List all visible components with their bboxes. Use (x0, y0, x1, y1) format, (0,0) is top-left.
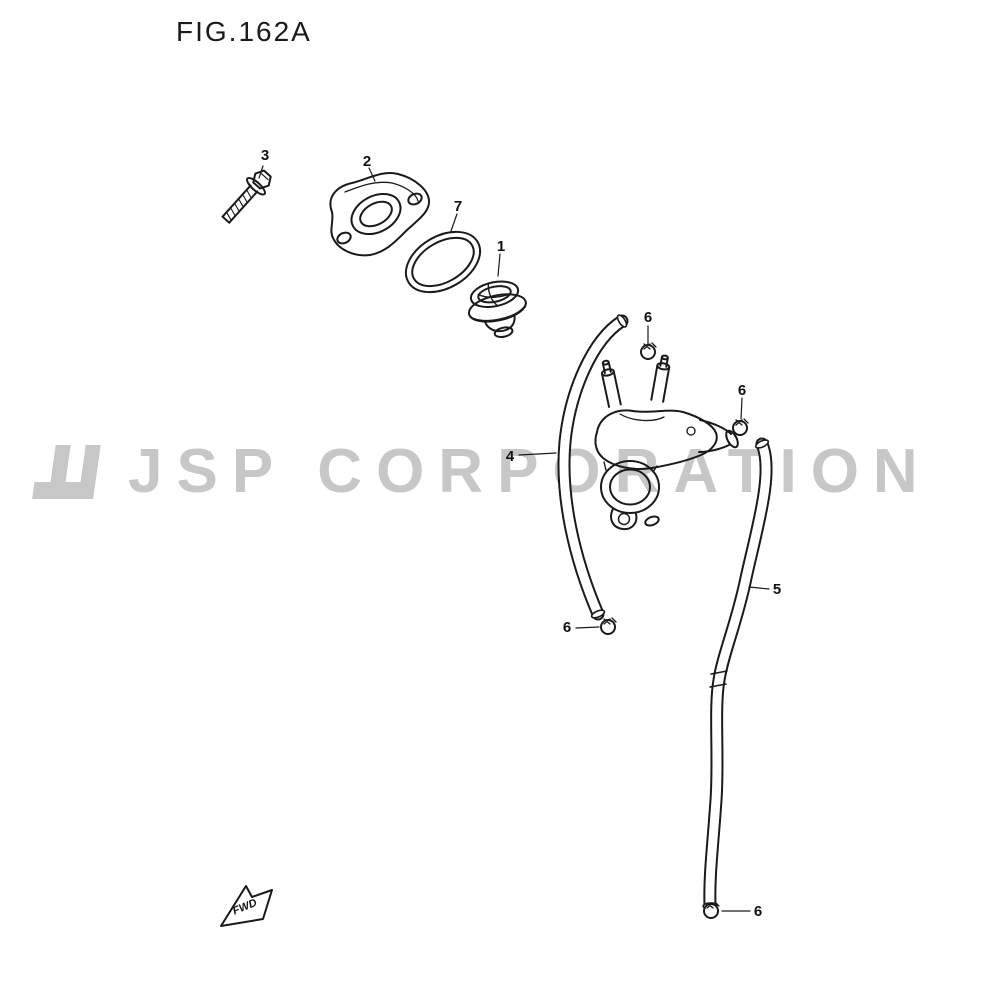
watermark: JSP CORPORATION (30, 436, 932, 507)
hose-clamp-bottom-right (703, 901, 720, 919)
callout-part-4: 4 (506, 448, 515, 465)
thermostat-housing (594, 354, 739, 531)
thermostat (467, 280, 527, 338)
hose-4 (557, 314, 629, 621)
watermark-text: JSP CORPORATION (128, 437, 932, 506)
hose-clamp-bottom-left (600, 617, 617, 635)
hose-coupler (709, 670, 728, 688)
hose-clamp-top (640, 342, 657, 360)
callouts: 3 2 7 1 6 6 4 5 6 6 (261, 147, 781, 920)
hose-5 (702, 437, 773, 913)
thermostat-cover (329, 172, 431, 257)
callout-part-6-bottom-right: 6 (754, 903, 762, 920)
callout-part-5: 5 (773, 581, 781, 598)
leader-lines (258, 165, 770, 912)
callout-part-6-right: 6 (738, 382, 746, 399)
callout-part-1: 1 (497, 238, 505, 255)
gasket (405, 230, 481, 294)
callout-part-2: 2 (363, 153, 371, 170)
callout-part-7: 7 (454, 198, 462, 215)
jsp-logo-icon (32, 444, 101, 499)
bolt (221, 169, 272, 224)
hose-clamp-right (732, 418, 749, 436)
fwd-arrow-icon: FWD (220, 885, 273, 927)
figure-title: FIG.162A (176, 16, 312, 47)
callout-part-6-top: 6 (644, 309, 652, 326)
callout-part-6-bottom-left: 6 (563, 619, 571, 636)
callout-part-3: 3 (261, 147, 269, 164)
